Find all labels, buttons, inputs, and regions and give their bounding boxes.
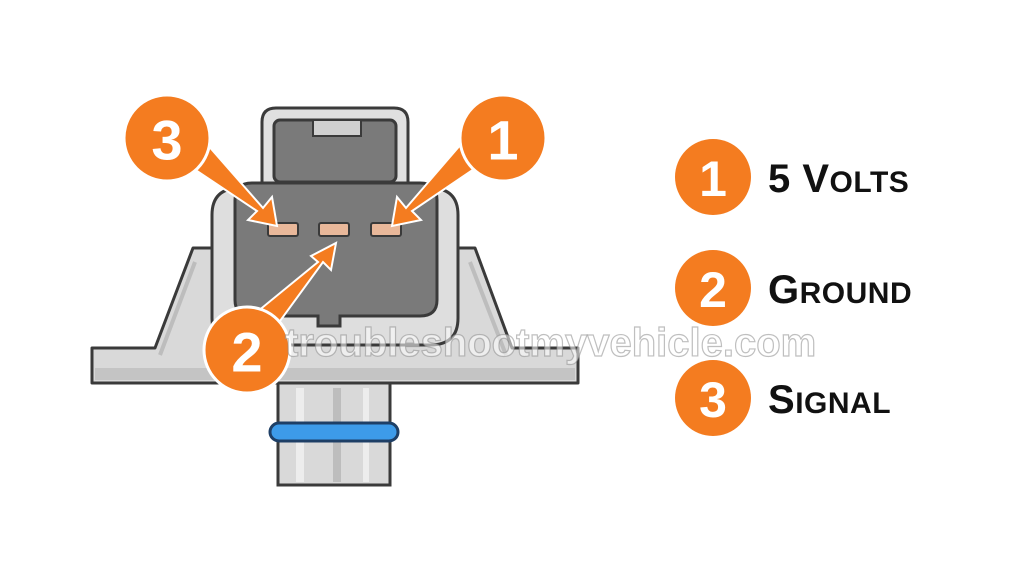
callout-arrow-3 bbox=[183, 141, 279, 228]
legend-item-3: 3 SIGNAL bbox=[675, 360, 891, 436]
callout-arrow-2 bbox=[250, 241, 338, 334]
callout-1: 1 bbox=[458, 93, 548, 183]
watermark-text: troubleshootmyvehicle.com bbox=[285, 321, 816, 365]
callout-3: 3 bbox=[122, 93, 212, 183]
o-ring bbox=[268, 421, 400, 443]
legend-item-3-number: 3 bbox=[699, 372, 727, 428]
pin-2-terminal bbox=[318, 222, 350, 237]
legend-item-1-label: 5 VOLTS bbox=[768, 157, 909, 201]
callout-3-number: 3 bbox=[151, 109, 182, 172]
legend-item-1: 1 5 VOLTS bbox=[675, 139, 909, 215]
callout-arrows bbox=[183, 141, 485, 334]
callout-1-number: 1 bbox=[487, 109, 518, 172]
callout-arrow-1 bbox=[390, 141, 485, 228]
legend-item-2-label: GROUND bbox=[768, 268, 912, 312]
legend-item-2: 2 GROUND bbox=[675, 250, 912, 326]
callout-2: 2 bbox=[202, 305, 292, 395]
legend-item-3-label: SIGNAL bbox=[768, 378, 891, 422]
pinout-legend: 1 5 VOLTS 2 GROUND 3 SIGNAL bbox=[675, 139, 912, 436]
legend-item-1-number: 1 bbox=[699, 151, 727, 207]
legend-item-2-number: 2 bbox=[699, 262, 727, 318]
callout-2-number: 2 bbox=[231, 321, 262, 384]
